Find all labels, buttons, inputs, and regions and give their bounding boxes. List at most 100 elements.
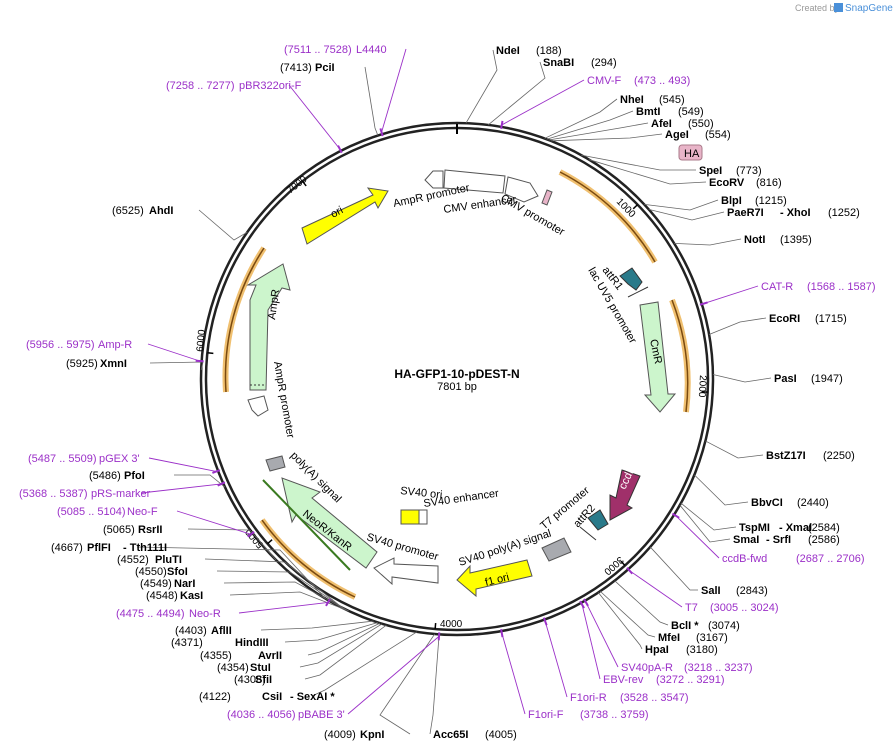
- primer-leader-line: [501, 632, 526, 715]
- t7-mark: [579, 526, 597, 541]
- cmv-promoter-label: CMV promoter: [499, 192, 567, 238]
- primer-leader-line: [501, 79, 585, 126]
- enzyme-leader-line: [429, 634, 440, 735]
- enzyme-leader-line: [694, 474, 749, 506]
- primer-mark: [579, 600, 585, 609]
- tick-mark: [267, 539, 273, 545]
- primer-range: (1568 .. 1587): [807, 281, 876, 293]
- primer-name: EBV-rev: [603, 674, 644, 686]
- enzyme-position: (549): [678, 106, 704, 118]
- enzyme-leader-line: [679, 504, 731, 543]
- enzyme-position: (1715): [815, 313, 847, 325]
- enzyme-leader-line: [204, 558, 344, 609]
- enzyme-name: BbvCI: [751, 497, 783, 509]
- enzyme-name: PaeR7I: [727, 207, 764, 219]
- enzyme-name: EcoRI: [769, 313, 800, 325]
- enzyme-position: (294): [591, 57, 617, 69]
- enzyme-leader-line: [299, 623, 383, 668]
- enzyme-name: - XmaI: [779, 522, 812, 534]
- enzyme-leader-line: [487, 61, 546, 126]
- enzyme-position: (4403): [175, 625, 207, 637]
- enzyme-position: (4371): [171, 637, 203, 649]
- enzyme-name: SpeI: [699, 165, 722, 177]
- tick-mark: [620, 560, 626, 567]
- enzyme-leader-line: [712, 374, 772, 383]
- enzyme-position: (2440): [797, 497, 829, 509]
- enzyme-name: PflFI: [87, 542, 111, 554]
- ha-label-box: [678, 144, 703, 161]
- primer-mark: [626, 567, 634, 575]
- enzyme-leader-line: [614, 580, 669, 626]
- primer-leader-line: [629, 570, 683, 608]
- neokanr-arrow: [281, 477, 378, 569]
- sv40-polya-label: SV40 poly(A) signal: [457, 528, 553, 569]
- enzyme-position: (3167): [696, 632, 728, 644]
- primer-mark: [671, 512, 680, 519]
- enzyme-position: (2586): [808, 534, 840, 546]
- tick-label: 6000: [195, 329, 208, 353]
- ccdb-arrow: [609, 469, 641, 521]
- primer-mark: [500, 120, 504, 130]
- enzyme-name: KpnI: [360, 729, 384, 741]
- f1ori-label: f1 ori: [484, 571, 511, 589]
- primer-mark: [542, 617, 548, 626]
- enzyme-leader-line: [304, 624, 387, 680]
- enzyme-name: NdeI: [496, 45, 520, 57]
- enzyme-name: AhdI: [149, 205, 173, 217]
- enzyme-name: BlpI: [721, 195, 742, 207]
- primer-mark: [699, 301, 708, 306]
- cmr-arrow: [639, 301, 677, 413]
- enzyme-name: PasI: [774, 373, 797, 385]
- highlight-arc-1-line: [559, 171, 656, 263]
- primer-range: (5956 .. 5975): [26, 339, 95, 351]
- enzyme-position: (4355): [200, 650, 232, 662]
- tick-mark: [301, 180, 307, 187]
- primer-leader-line: [544, 621, 568, 698]
- brand-text: SnapGene: [845, 3, 893, 14]
- primer-range: (473 .. 493): [634, 75, 690, 87]
- tick-mark: [434, 623, 437, 630]
- cmr-label: CmR: [647, 338, 664, 365]
- primer-mark: [337, 145, 343, 154]
- tick-label: 4000: [440, 619, 463, 630]
- enzyme-leader-line: [649, 546, 698, 591]
- enzyme-position: (554): [705, 129, 731, 141]
- primer-mark: [325, 598, 331, 607]
- primer-name: pGEX 3': [99, 453, 140, 465]
- enzyme-name: HindIII: [235, 637, 269, 649]
- tick-mark: [632, 204, 639, 210]
- enzyme-name: NotI: [744, 234, 765, 246]
- ha-tag-shape: [541, 189, 553, 206]
- enzyme-name: MfeI: [658, 632, 680, 644]
- primer-name: F1ori-R: [570, 692, 607, 704]
- enzyme-position: (1252): [828, 207, 860, 219]
- ori-arrow: [301, 187, 389, 245]
- enzyme-leader-line: [229, 591, 349, 612]
- highlight-arc-4-line: [224, 247, 265, 393]
- sv40-promoter-arrow: [373, 557, 439, 586]
- enzyme-leader-line: [136, 546, 326, 599]
- ori-label: ori: [329, 204, 345, 220]
- enzyme-leader-line: [465, 49, 498, 124]
- enzyme-position: (5925): [66, 358, 98, 370]
- primer-name: Neo-R: [189, 608, 221, 620]
- enzyme-leader-line: [379, 633, 436, 735]
- ampr-promoter-top-arrow: [424, 170, 444, 189]
- enzyme-name: StuI: [250, 662, 271, 674]
- primer-range: (7258 .. 7277): [166, 80, 235, 92]
- plasmid-name: HA-GFP1-10-pDEST-N: [394, 367, 519, 381]
- enzyme-leader-line: [708, 317, 767, 335]
- enzyme-leader-line: [581, 154, 696, 171]
- enzyme-position: (4005): [485, 729, 517, 741]
- polya-shape: [265, 455, 286, 472]
- primer-leader-line: [347, 636, 440, 715]
- enzyme-name: SmaI: [733, 534, 759, 546]
- enzyme-leader-line: [599, 590, 656, 638]
- primer-leader-line: [140, 483, 222, 494]
- enzyme-leader-line: [174, 474, 226, 488]
- primer-range: (7511 .. 7528): [284, 44, 352, 56]
- enzyme-name: PciI: [315, 62, 335, 74]
- primer-range: (3005 .. 3024): [710, 602, 779, 614]
- primer-mark: [500, 628, 504, 638]
- enzyme-name: SalI: [701, 585, 721, 597]
